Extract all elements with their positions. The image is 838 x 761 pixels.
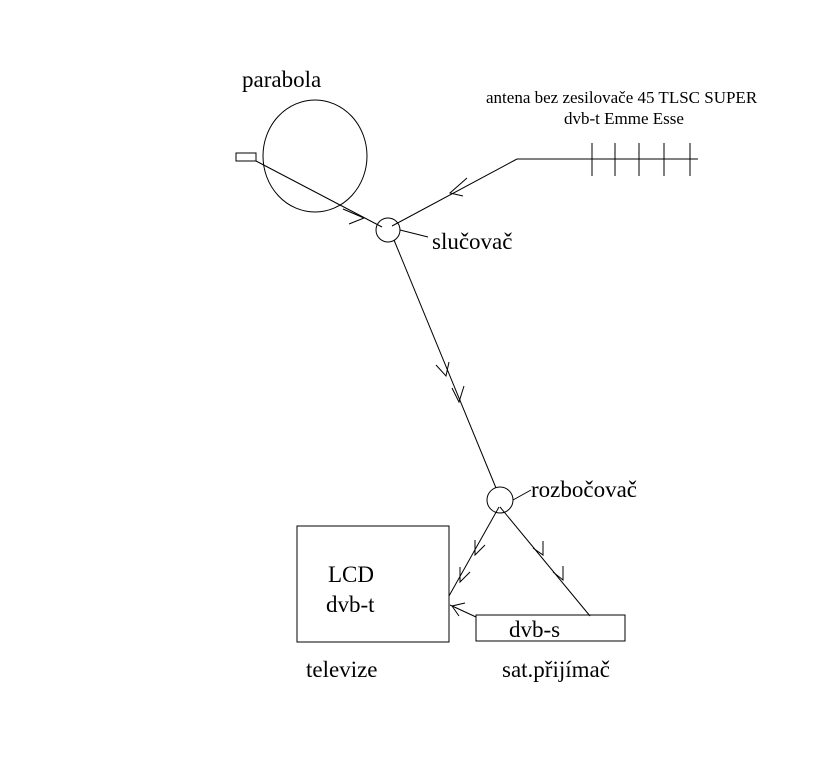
- dish-reflector: [262, 99, 368, 213]
- cable-antenna-to-combiner: [391, 158, 518, 227]
- cable-receiver-to-tv: [449, 604, 477, 618]
- cable-receiver-arrow-1: [532, 541, 544, 556]
- cable-dish-to-combiner: [255, 160, 383, 228]
- tv-screen-line1: LCD: [328, 562, 374, 587]
- splitter-label-leader: [512, 489, 532, 501]
- tv-box: [296, 525, 450, 643]
- parabola-label: parabola: [242, 67, 321, 92]
- dish-lnb: [235, 152, 257, 162]
- cable-down-arrow-1: [435, 361, 450, 378]
- cable-receiver-arrow-2: [552, 566, 564, 582]
- combiner-label: slučovač: [432, 229, 512, 254]
- terrestrial-antenna: [517, 143, 698, 176]
- cable-splitter-to-receiver: [499, 506, 591, 617]
- cable-down-arrow-2: [451, 385, 465, 404]
- tv-screen-line2: dvb-t: [326, 592, 375, 617]
- cable-antenna-arrow: [448, 177, 468, 197]
- tv-caption: televize: [306, 657, 378, 682]
- cable-tv-arrow-2: [459, 567, 471, 584]
- cable-tv-arrow-1: [474, 540, 486, 557]
- cable-dish-arrow: [342, 208, 366, 225]
- receiver-box-label: dvb-s: [509, 617, 560, 642]
- splitter-label: rozbočovač: [531, 477, 637, 502]
- splitter-circle: [486, 486, 514, 514]
- receiver-box: [475, 614, 626, 642]
- antenna-label-line1: antena bez zesilovače 45 TLSC SUPER: [486, 88, 758, 107]
- combiner-label-leader: [399, 229, 429, 238]
- combiner-circle: [375, 217, 401, 243]
- parabola-dish: [235, 99, 368, 213]
- receiver-caption: sat.přijímač: [502, 657, 610, 682]
- cable-receiver-tv-arrow: [451, 602, 466, 617]
- antenna-label-line2: dvb-t Emme Esse: [564, 109, 684, 128]
- cable-splitter-to-tv: [448, 506, 500, 597]
- cable-combiner-to-splitter: [393, 239, 497, 489]
